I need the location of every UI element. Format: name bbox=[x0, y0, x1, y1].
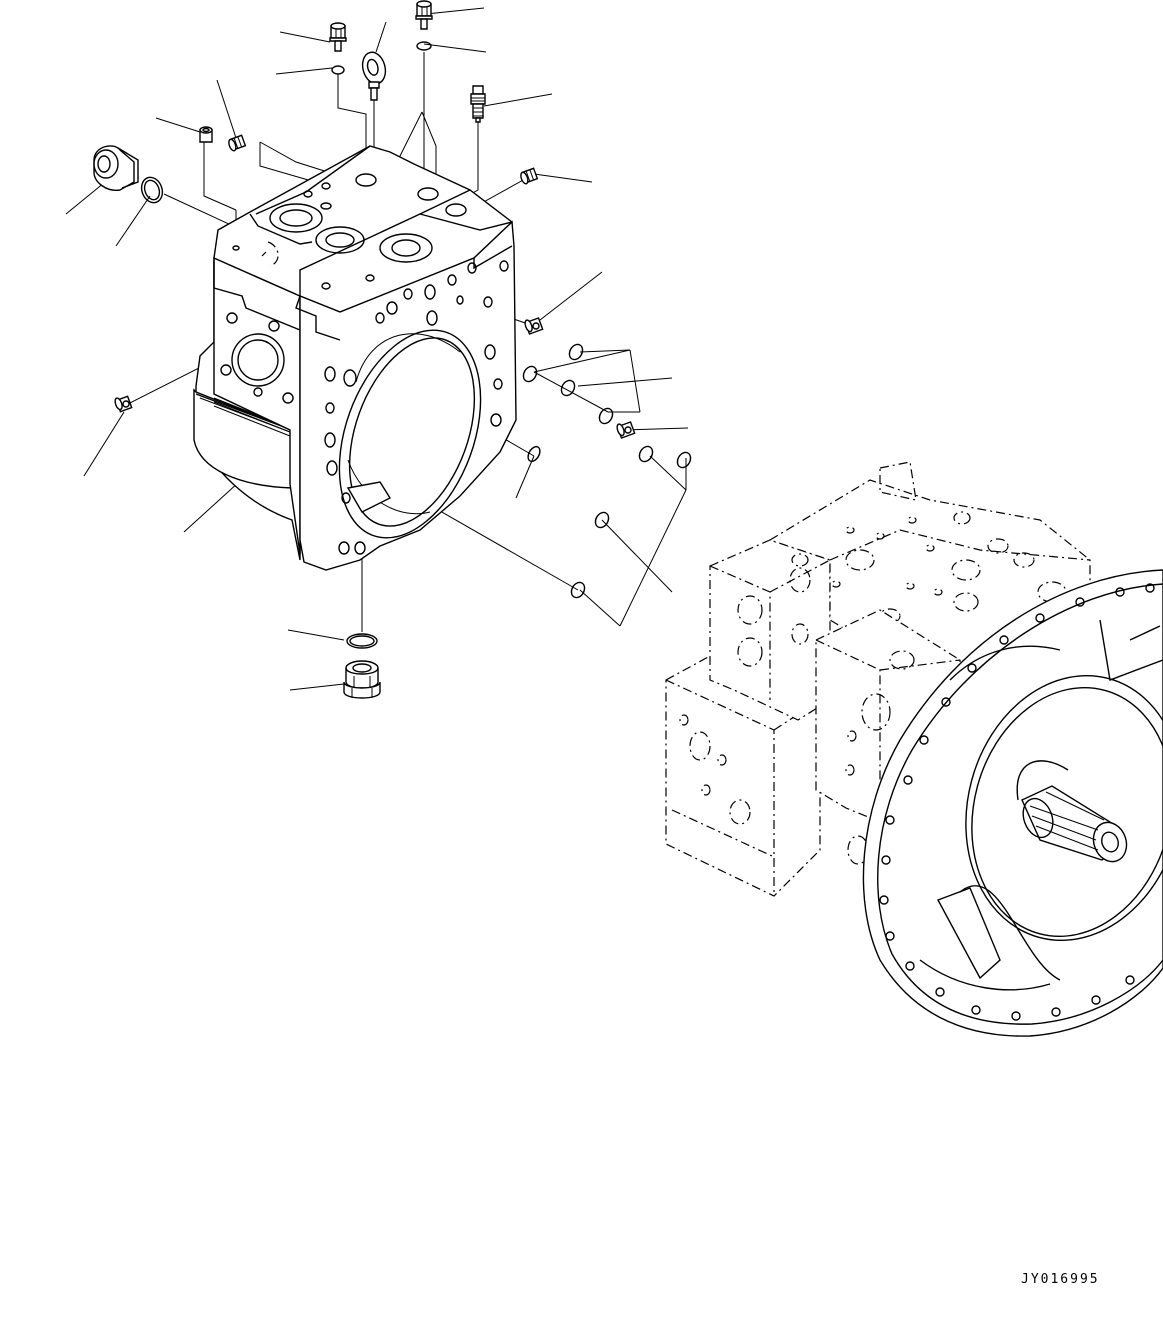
plug-icon bbox=[519, 168, 537, 184]
plug-icon bbox=[200, 127, 212, 142]
plug-icon bbox=[344, 661, 380, 698]
o-ring-icon bbox=[593, 510, 611, 530]
bolt-icon bbox=[416, 1, 432, 29]
o-ring-icon bbox=[332, 66, 344, 74]
nipple-icon bbox=[471, 86, 485, 122]
o-ring-icon bbox=[675, 450, 693, 470]
o-ring-icon bbox=[347, 634, 377, 648]
plug-icon bbox=[227, 135, 245, 151]
plug-icon bbox=[616, 422, 635, 438]
o-ring-icon bbox=[559, 378, 577, 398]
o-ring-icon bbox=[526, 445, 543, 464]
plug-icon bbox=[114, 396, 132, 411]
plug-icon bbox=[524, 318, 543, 334]
drawing-number: JY016995 bbox=[1021, 1272, 1100, 1287]
plug-icon bbox=[94, 146, 138, 190]
o-ring-icon bbox=[138, 174, 166, 205]
o-ring-icon bbox=[569, 580, 587, 600]
pump-assembly-icon bbox=[666, 462, 1163, 1036]
o-ring-icon bbox=[567, 342, 585, 362]
bolt-icon bbox=[330, 23, 346, 51]
o-ring-icon bbox=[521, 364, 539, 384]
o-ring-icon bbox=[637, 444, 655, 464]
eye-bolt-icon bbox=[359, 50, 389, 100]
o-ring-icon bbox=[597, 406, 615, 426]
pump-housing-icon bbox=[194, 146, 516, 570]
o-ring-icon bbox=[417, 42, 431, 50]
